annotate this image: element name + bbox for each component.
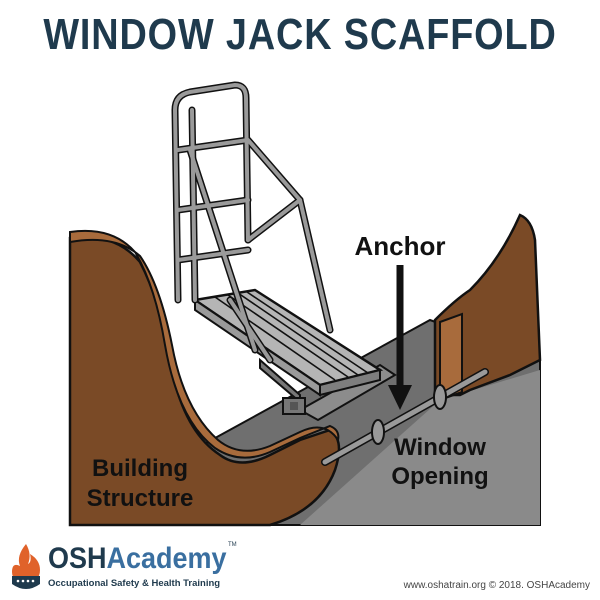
building-structure-right-face bbox=[439, 312, 463, 402]
anchor-washer-left bbox=[371, 419, 385, 445]
building-structure-top bbox=[69, 229, 340, 459]
trademark: TM bbox=[228, 542, 237, 548]
brand-name-part1: OSH bbox=[48, 542, 107, 575]
window-opening-label-2: Opening bbox=[391, 463, 488, 490]
window-opening-label-1: Window bbox=[394, 434, 486, 461]
copyright-text: www.oshatrain.org © 2018. OSHAcademy bbox=[403, 580, 590, 591]
brand-tagline: Occupational Safety & Health Training bbox=[48, 578, 221, 589]
building-structure-label-1: Building bbox=[92, 455, 188, 482]
anchor-arrow bbox=[388, 265, 412, 410]
flame-icon bbox=[12, 544, 40, 589]
anchor-bar-highlight bbox=[322, 369, 488, 465]
shield-icon bbox=[12, 576, 40, 589]
building-structure-label-2: Structure bbox=[87, 485, 194, 512]
page-title: WINDOW JACK SCAFFOLD bbox=[43, 10, 557, 59]
anchor-label: Anchor bbox=[355, 231, 446, 261]
oshacademy-logo: OSHAcademy TM Occupational Safety & Heal… bbox=[8, 542, 248, 594]
floor-shading bbox=[300, 370, 540, 525]
anchor-washer-right bbox=[433, 384, 447, 410]
brand-name-part2: Academy bbox=[106, 542, 227, 575]
brand-name: OSHAcademy bbox=[48, 542, 227, 576]
scaffold-guardrail bbox=[171, 81, 334, 364]
